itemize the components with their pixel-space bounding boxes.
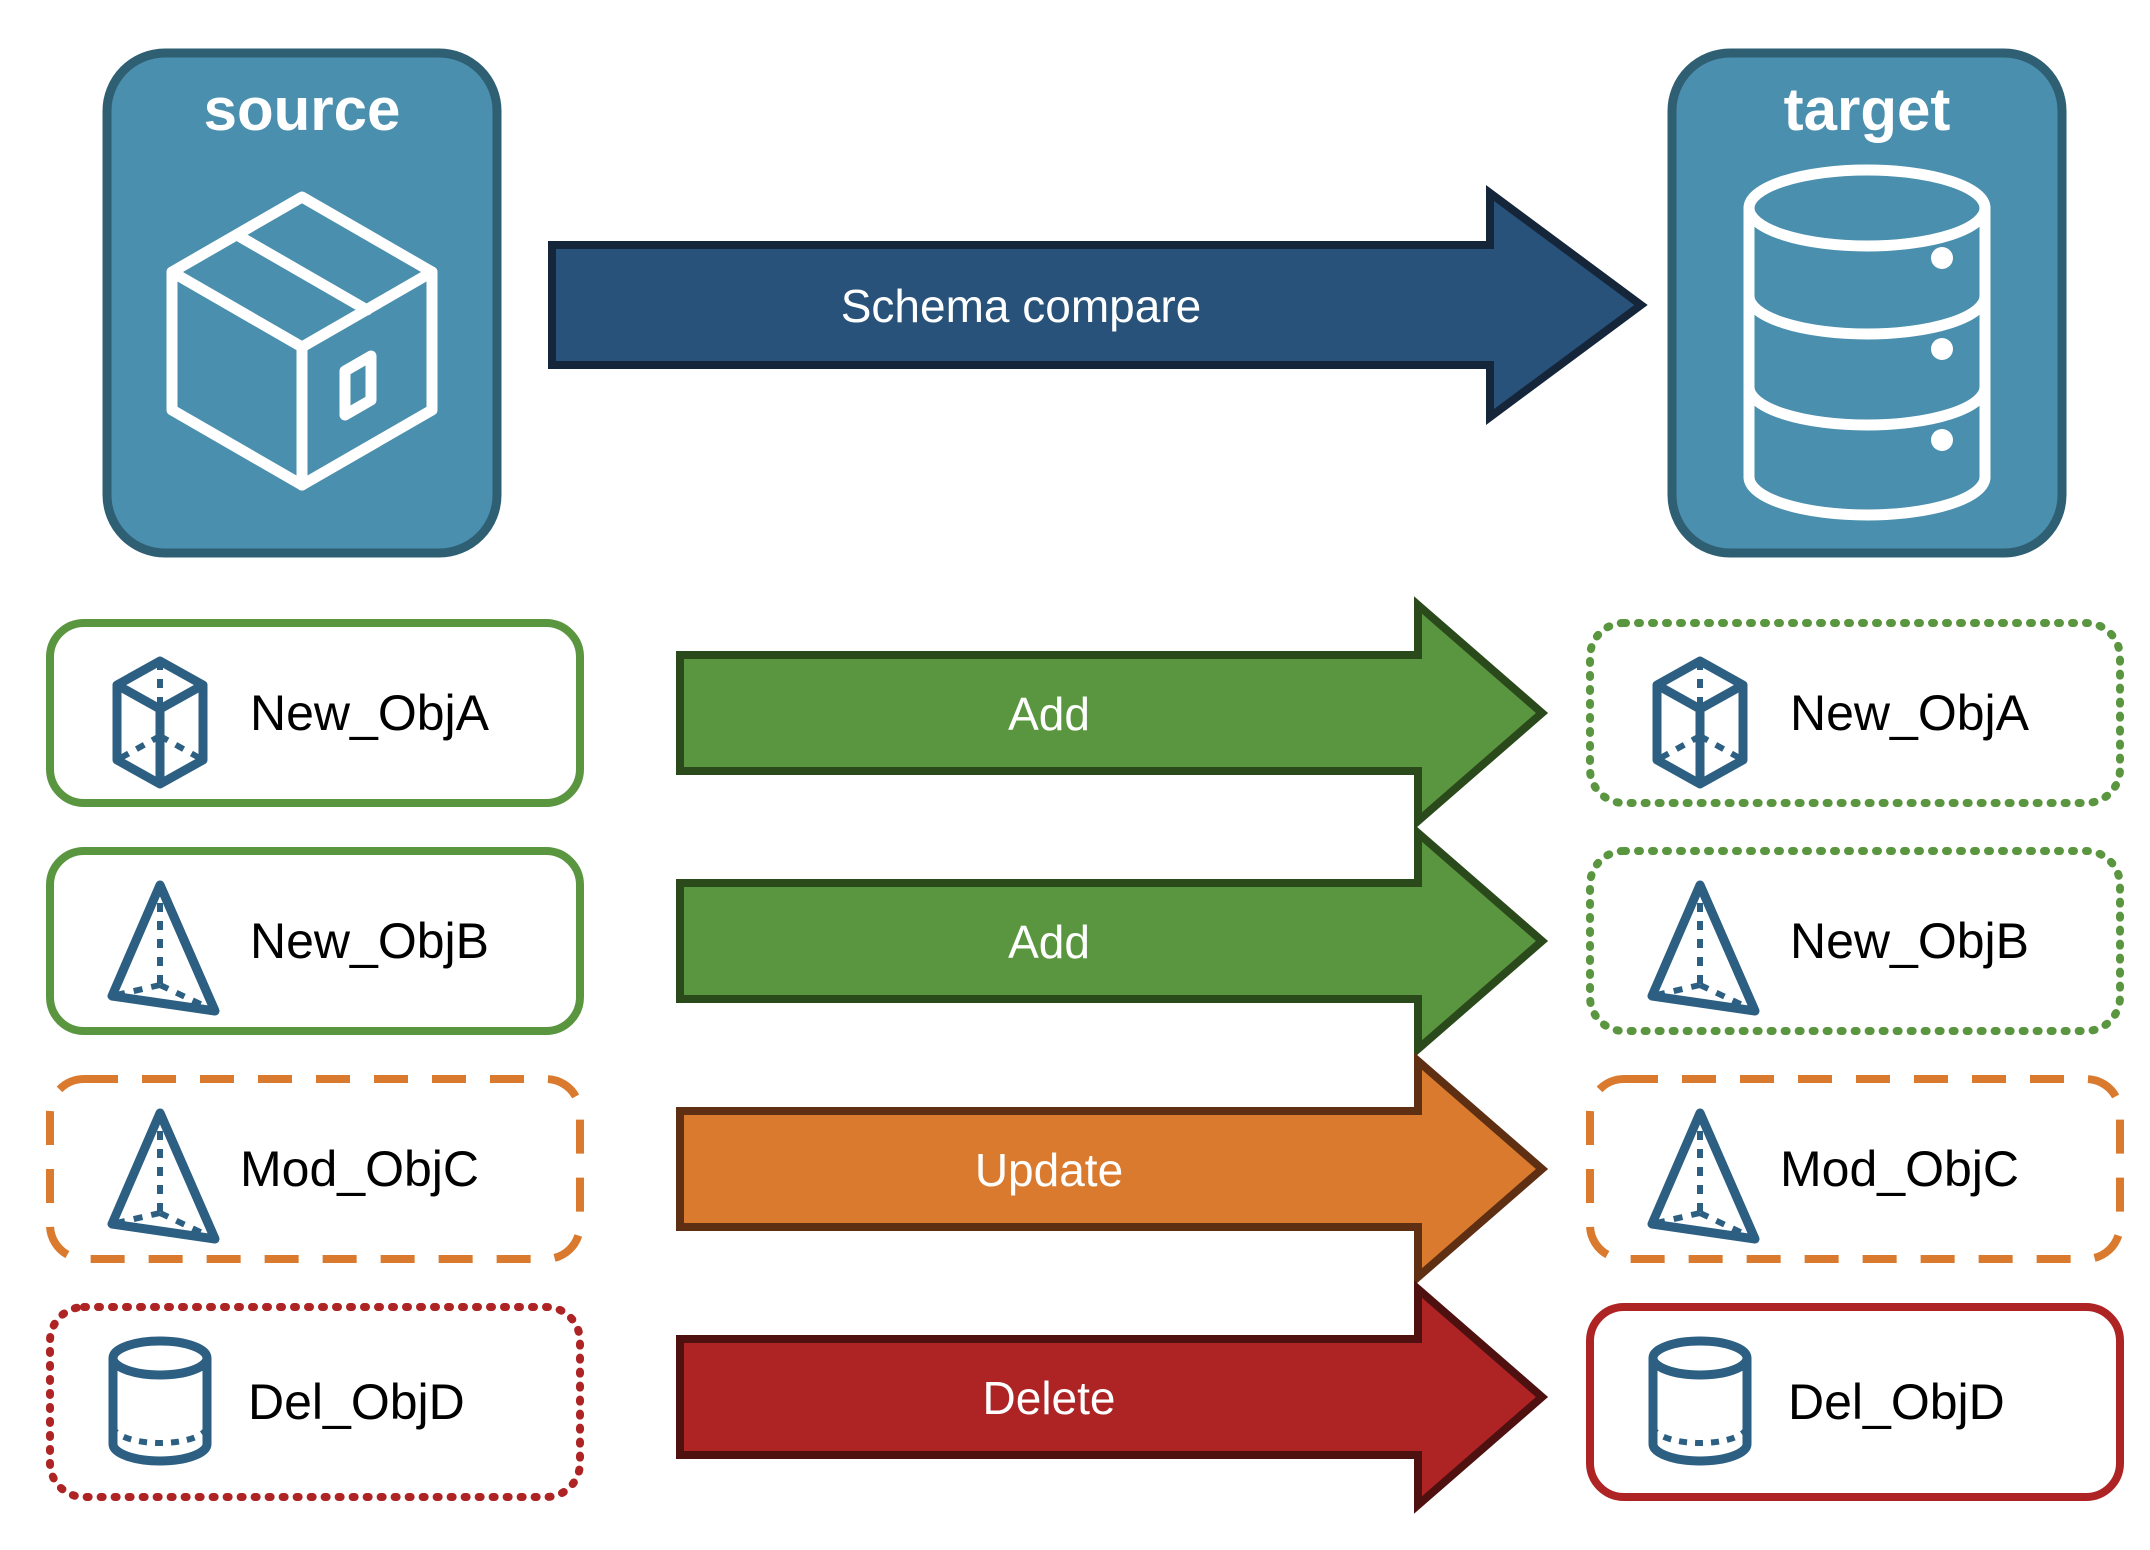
target-node-shape — [1667, 48, 2067, 558]
source-card-3[interactable] — [46, 1075, 584, 1263]
wireframe-cube-icon — [1652, 656, 1748, 789]
add-arrow-label-1: Add — [1008, 688, 1090, 740]
target-node[interactable]: target — [1667, 48, 2067, 558]
target-card-1[interactable] — [1586, 619, 2124, 807]
update-arrow-3[interactable] — [676, 1052, 1549, 1286]
add-arrow-1[interactable] — [676, 596, 1549, 830]
schema-compare-arrow-shape — [548, 185, 1648, 425]
delete-arrow-4[interactable] — [676, 1280, 1549, 1514]
row-add-objB — [46, 824, 2124, 1058]
source-node-label: source — [204, 76, 401, 143]
cylinder-icon — [1648, 1336, 1752, 1466]
wireframe-pyramid-icon — [1647, 880, 1760, 1016]
target-card-4[interactable] — [1586, 1303, 2124, 1501]
source-object-label-1: New_ObjA — [250, 685, 489, 741]
source-card-1[interactable] — [46, 619, 584, 807]
delete-arrow-label-4: Delete — [982, 1372, 1116, 1424]
source-card-2[interactable] — [46, 847, 584, 1035]
update-arrow-label-3: Update — [974, 1144, 1124, 1196]
target-object-label-1: New_ObjA — [1790, 685, 2029, 741]
add-arrow-label-2: Add — [1008, 916, 1090, 968]
source-node[interactable]: source — [102, 48, 502, 558]
schema-compare-label: Schema compare — [840, 280, 1202, 332]
row-delete-objD — [46, 1280, 2124, 1514]
source-object-label-3: Mod_ObjC — [240, 1141, 479, 1197]
target-node-label: target — [1784, 76, 1951, 143]
package-box-icon — [166, 191, 438, 491]
target-object-label-3: Mod_ObjC — [1780, 1141, 2019, 1197]
wireframe-pyramid-icon — [107, 880, 220, 1016]
wireframe-pyramid-icon — [107, 1108, 220, 1244]
schema-compare-arrow[interactable] — [548, 185, 1648, 425]
cylinder-icon — [108, 1336, 212, 1466]
wireframe-pyramid-icon — [1647, 1108, 1760, 1244]
row-add-objA — [46, 596, 2124, 830]
target-card-3[interactable] — [1586, 1075, 2124, 1263]
source-object-label-4: Del_ObjD — [248, 1374, 465, 1430]
database-cylinder-icon — [1743, 164, 1991, 521]
target-object-label-4: Del_ObjD — [1788, 1374, 2005, 1430]
add-arrow-2[interactable] — [676, 824, 1549, 1058]
source-object-label-2: New_ObjB — [250, 913, 489, 969]
row-update-objC — [46, 1052, 2124, 1286]
wireframe-cube-icon — [112, 656, 208, 789]
target-object-label-2: New_ObjB — [1790, 913, 2029, 969]
source-card-4[interactable] — [46, 1303, 584, 1501]
target-card-2[interactable] — [1586, 847, 2124, 1035]
